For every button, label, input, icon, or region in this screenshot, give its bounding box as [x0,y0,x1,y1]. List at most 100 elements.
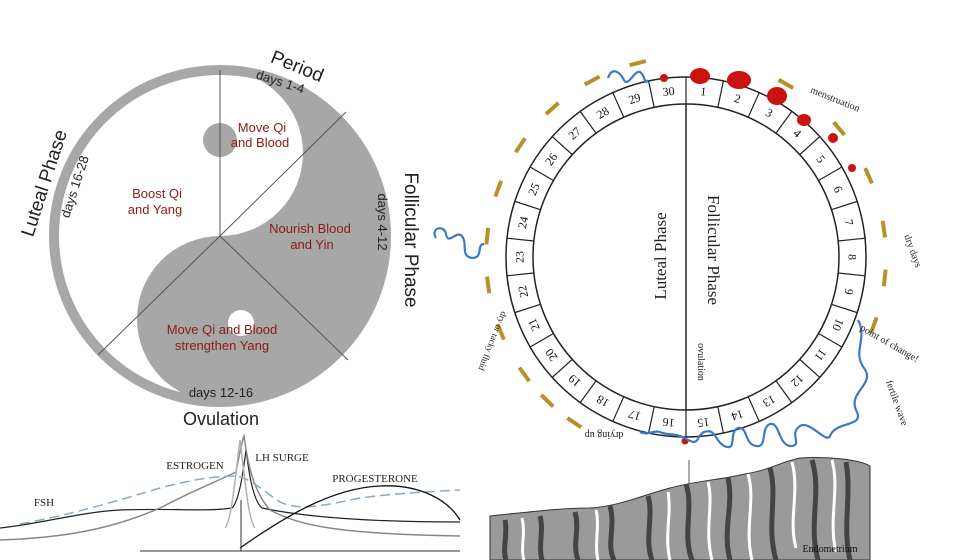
wheel-segment-divider [579,380,597,403]
wheel-segment-divider [529,332,554,348]
wheel-follicular-label: Follicular Phase [704,195,723,305]
wheel-day-label: 1 [700,84,707,99]
wheel-segment-divider [717,80,725,108]
wheel-day-label: 30 [662,84,675,99]
dry-dash [493,180,503,198]
fsh-curve [0,449,461,529]
wheel-segment-divider [775,111,793,134]
ovulation-label: Ovulation [183,409,259,429]
lh-curve [19,475,461,525]
wheel-segment-divider [747,92,760,118]
dry-dash [629,59,647,68]
wheel-segment-divider [506,272,534,277]
dry-dash [777,78,795,90]
dry-dash [517,366,531,383]
advice-follicular-line-1: Nourish Blood [269,221,351,236]
progesterone-curve [239,485,461,549]
wheel-segment-divider [514,303,541,314]
annotation-dry-or-tacky: dry or tacky fluid [476,310,509,372]
dry-dash [513,137,527,154]
dry-dash [869,316,879,334]
wheel-segment-divider [551,358,573,378]
wheel-segment-divider [529,166,554,182]
mucus-wave-left [433,227,485,260]
yin-yang-cycle: Period days 1-4 Follicular Phase days 4-… [18,47,421,429]
annotation-drying-up: drying up [585,429,624,440]
wheel-ovulation-label: ovulation [695,343,706,381]
wheel-day-label: 2 [732,91,742,106]
dry-dash [539,393,555,408]
wheel-day-label: 17 [627,407,643,424]
wheel-day-label: 10 [829,316,847,333]
wheel-day-label: 6 [830,184,845,195]
wheel-day-label: 24 [515,215,531,230]
wheel-segment-divider [514,200,541,211]
wheel-segment-divider [838,237,866,242]
annotation-dry-days: dry days [901,233,923,269]
wheel-segment-divider [838,272,866,277]
dry-dash [484,227,491,245]
lh-surge-label: LH SURGE [255,452,309,464]
annotation-menstruation: menstruation [809,85,862,115]
wheel-segment-divider [506,237,534,242]
dry-dash [484,276,492,294]
endometrium-glands-dark [502,459,853,560]
estrogen-curve [0,433,461,541]
advice-luteal-line-1: Boost Qi [132,186,182,201]
wheel-segment-divider [612,396,625,422]
wheel-segment-divider [551,136,573,156]
wheel-segment-divider [579,111,597,134]
advice-period-line-1: Move Qi [238,120,287,135]
wheel-segment-divider [831,303,858,314]
wheel-segment-divider [717,406,725,434]
wheel-day-label: 23 [513,251,527,263]
endometrium-glands-light [520,459,838,560]
wheel-segment-divider [747,396,760,422]
endometrium-label: Endometrium [803,544,858,555]
dry-dash [544,101,560,116]
dry-dash [495,323,506,341]
wheel-segment-divider [818,332,843,348]
yang-dot [228,310,254,336]
advice-period-line-2: and Blood [231,135,290,150]
follicular-days-label: days 4-12 [375,193,390,250]
annotation-fertile-wave: fertile wave [883,379,910,428]
advice-ovulation-line-2: strengthen Yang [175,338,269,353]
wheel-day-label: 25 [525,181,543,198]
yin-shape [137,70,386,402]
advice-luteal-line-2: and Yang [128,202,182,217]
dry-dash [880,220,888,238]
fsh-label: FSH [34,497,54,509]
menstruation-blood-marks [660,68,856,445]
dry-day-dashes [484,59,888,430]
divider-line-lower-left [97,235,221,356]
wheel-segment-divider [799,358,821,378]
wheel-day-label: 16 [662,415,675,430]
wheel-day-label: 9 [841,287,856,296]
ovulation-days-label: days 12-16 [189,385,253,400]
advice-ovulation-line-1: Move Qi and Blood [167,322,278,337]
wheel-luteal-label: Luteal Phase [651,212,670,299]
dry-dash [863,167,874,185]
wheel-day-label: 14 [730,407,746,424]
wheel-segment-divider [818,166,843,182]
dry-dash [566,416,583,430]
mucus-wave-top [606,70,649,83]
wheel-segment-divider [612,92,625,118]
fertile-wave-line [639,319,869,449]
dry-dash [832,120,846,137]
wheel-day-label: 21 [525,316,543,333]
wheel-day-label: 15 [697,415,710,430]
wheel-segment-divider [799,136,821,156]
annotation-point-of-change: point of change! [858,323,920,365]
wheel-day-label: 22 [515,284,531,299]
wheel-segment-divider [647,80,655,108]
advice-follicular-line-2: and Yin [290,237,333,252]
dry-dash [583,74,601,87]
wheel-segment-divider [647,406,655,434]
progesterone-label: PROGESTERONE [332,473,418,485]
wheel-day-label: 7 [841,218,856,227]
divider-line-lower-right [219,235,349,361]
endometrium-illustration: Endometrium [489,457,871,560]
